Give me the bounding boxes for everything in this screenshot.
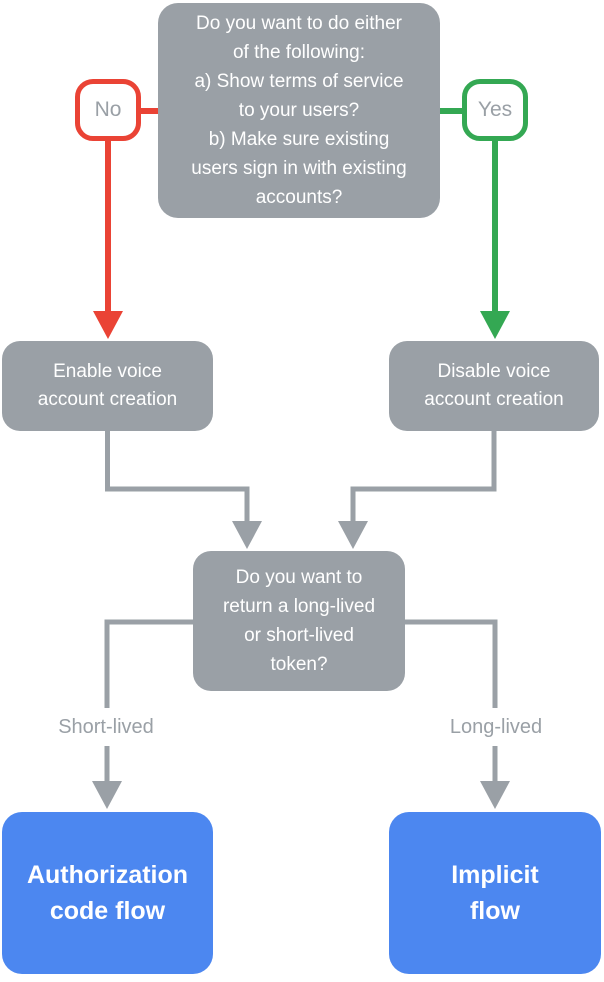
- enable-voice-account-node: Enable voice account creation: [2, 341, 213, 431]
- disable-voice-account-node: Disable voice account creation: [389, 341, 599, 431]
- long-lived-branch-line: [404, 619, 498, 785]
- red-arrowhead-icon: [93, 311, 123, 339]
- long-lived-label: Long-lived: [409, 708, 583, 746]
- question-token-node: Do you want to return a long-lived or sh…: [193, 551, 405, 691]
- authorization-code-flow-node: Authorization code flow: [2, 812, 213, 974]
- gray-arrowhead-implicit-icon: [480, 781, 510, 809]
- gray-arrowhead-right-icon: [338, 521, 368, 549]
- question-terms-node: Do you want to do either of the followin…: [158, 3, 440, 218]
- enable-to-token-elbow-line: [105, 430, 250, 525]
- no-badge: No: [75, 79, 141, 141]
- implicit-flow-node: Implicit flow: [389, 812, 601, 974]
- short-lived-label: Short-lived: [21, 708, 191, 746]
- gray-arrowhead-auth-icon: [92, 781, 122, 809]
- gray-arrowhead-left-icon: [232, 521, 262, 549]
- short-lived-branch-line: [104, 619, 194, 785]
- yes-badge: Yes: [462, 79, 528, 141]
- green-arrowhead-icon: [480, 311, 510, 339]
- disable-to-token-elbow-line: [350, 430, 497, 525]
